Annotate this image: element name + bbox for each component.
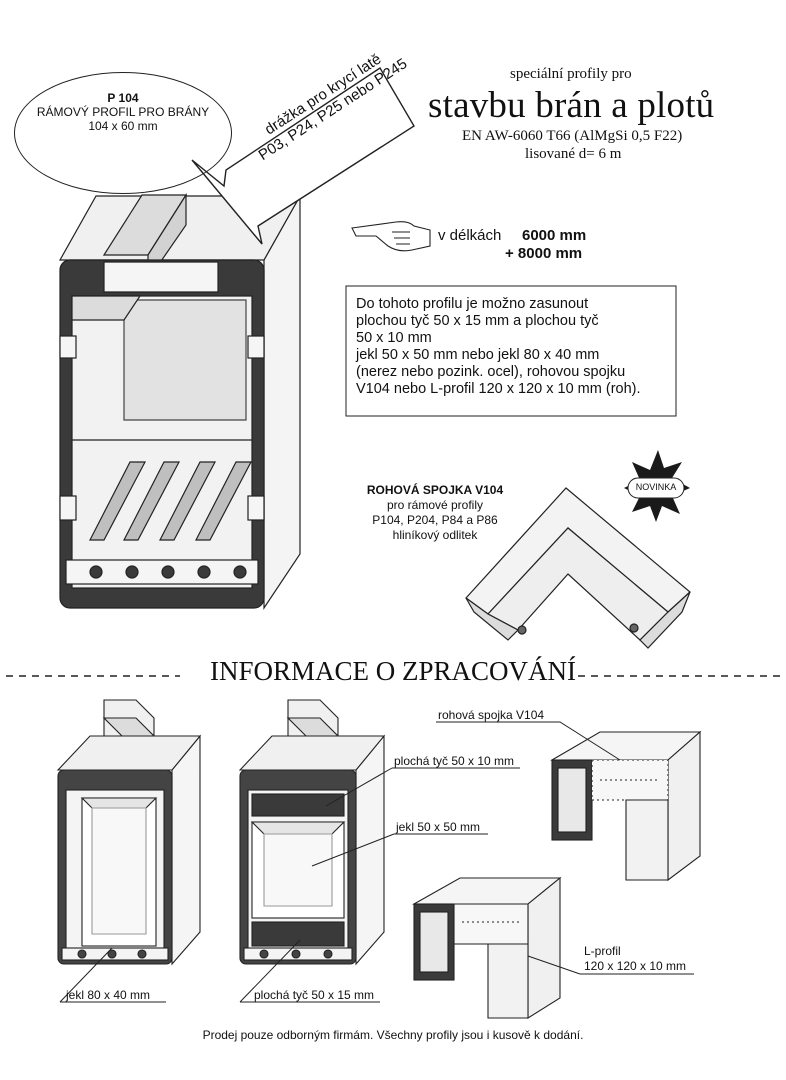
- label-rohova-spojka: rohová spojka V104: [438, 708, 545, 722]
- length-value-2: + 8000 mm: [505, 245, 583, 262]
- corner-assembly-drawing: [549, 730, 702, 882]
- pointing-hand-icon: [351, 221, 431, 252]
- main-profile-drawing: [58, 192, 302, 610]
- label-plocha-tyc-10: plochá tyč 50 x 10 mm: [394, 754, 515, 768]
- profile-size: 104 x 60 mm: [88, 119, 158, 133]
- length-value-1: 6000 mm: [522, 227, 587, 244]
- page-title: stavbu brán a plotů: [428, 85, 715, 126]
- info-text: Do tohoto profilu je možno zasunout ploc…: [356, 296, 676, 398]
- corner-joint-caption: ROHOVÁ SPOJKA V104 pro rámové profily P1…: [340, 483, 530, 543]
- header-subtitle: speciální profily pro: [510, 66, 632, 82]
- info-line: jekl 50 x 50 mm nebo jekl 80 x 40 mm: [356, 347, 600, 363]
- info-box-border: [345, 285, 677, 417]
- corner-joint-line3: hliníkový odlitek: [392, 528, 478, 542]
- label-jekl-50: jekl 50 x 50 mm: [396, 820, 481, 834]
- info-line: 50 x 10 mm: [356, 330, 432, 346]
- corner-joint-drawing: [465, 487, 691, 649]
- label-plocha-tyc-15: plochá tyč 50 x 15 mm: [254, 988, 375, 1002]
- extrusion-length: lisované d= 6 m: [525, 146, 622, 162]
- label-l-profil-size: 120 x 120 x 10 mm: [584, 959, 687, 973]
- lengths-label: v délkách: [438, 227, 502, 244]
- info-line: plochou tyč 50 x 15 mm a plochou tyč: [356, 313, 599, 329]
- footer-note: Prodej pouze odborným firmám. Všechny pr…: [202, 1028, 584, 1042]
- section-title: INFORMACE O ZPRACOVÁNÍ: [209, 656, 577, 686]
- profile-id-oval: P 104 RÁMOVÝ PROFIL PRO BRÁNY 104 x 60 m…: [14, 72, 232, 194]
- info-line: (nerez nebo pozink. ocel), rohovou spojk…: [356, 364, 626, 380]
- info-line: Do tohoto profilu je možno zasunout: [356, 296, 589, 312]
- novinka-starburst: [624, 450, 690, 522]
- profile-with-jekl-80: [56, 699, 202, 966]
- groove-arrow: [191, 67, 415, 245]
- novinka-badge: NOVINKA: [635, 482, 677, 492]
- material-spec: EN AW-6060 T66 (AlMgSi 0,5 F22): [462, 128, 683, 144]
- leader-lines: [59, 721, 694, 1003]
- profile-code: P 104: [107, 91, 139, 105]
- profile-name: RÁMOVÝ PROFIL PRO BRÁNY: [36, 105, 210, 119]
- corner-joint-title: ROHOVÁ SPOJKA V104: [366, 483, 504, 497]
- label-l-profil: L-profil: [584, 944, 621, 958]
- label-jekl-80: jekl 80 x 40 mm: [66, 988, 151, 1002]
- l-profile-assembly-drawing: [411, 876, 562, 1019]
- profile-with-flat-bars: [238, 699, 386, 966]
- corner-joint-line2: P104, P204, P84 a P86: [372, 513, 498, 527]
- info-line: V104 nebo L-profil 120 x 120 x 10 mm (ro…: [356, 381, 641, 397]
- corner-joint-line1: pro rámové profily: [386, 498, 484, 512]
